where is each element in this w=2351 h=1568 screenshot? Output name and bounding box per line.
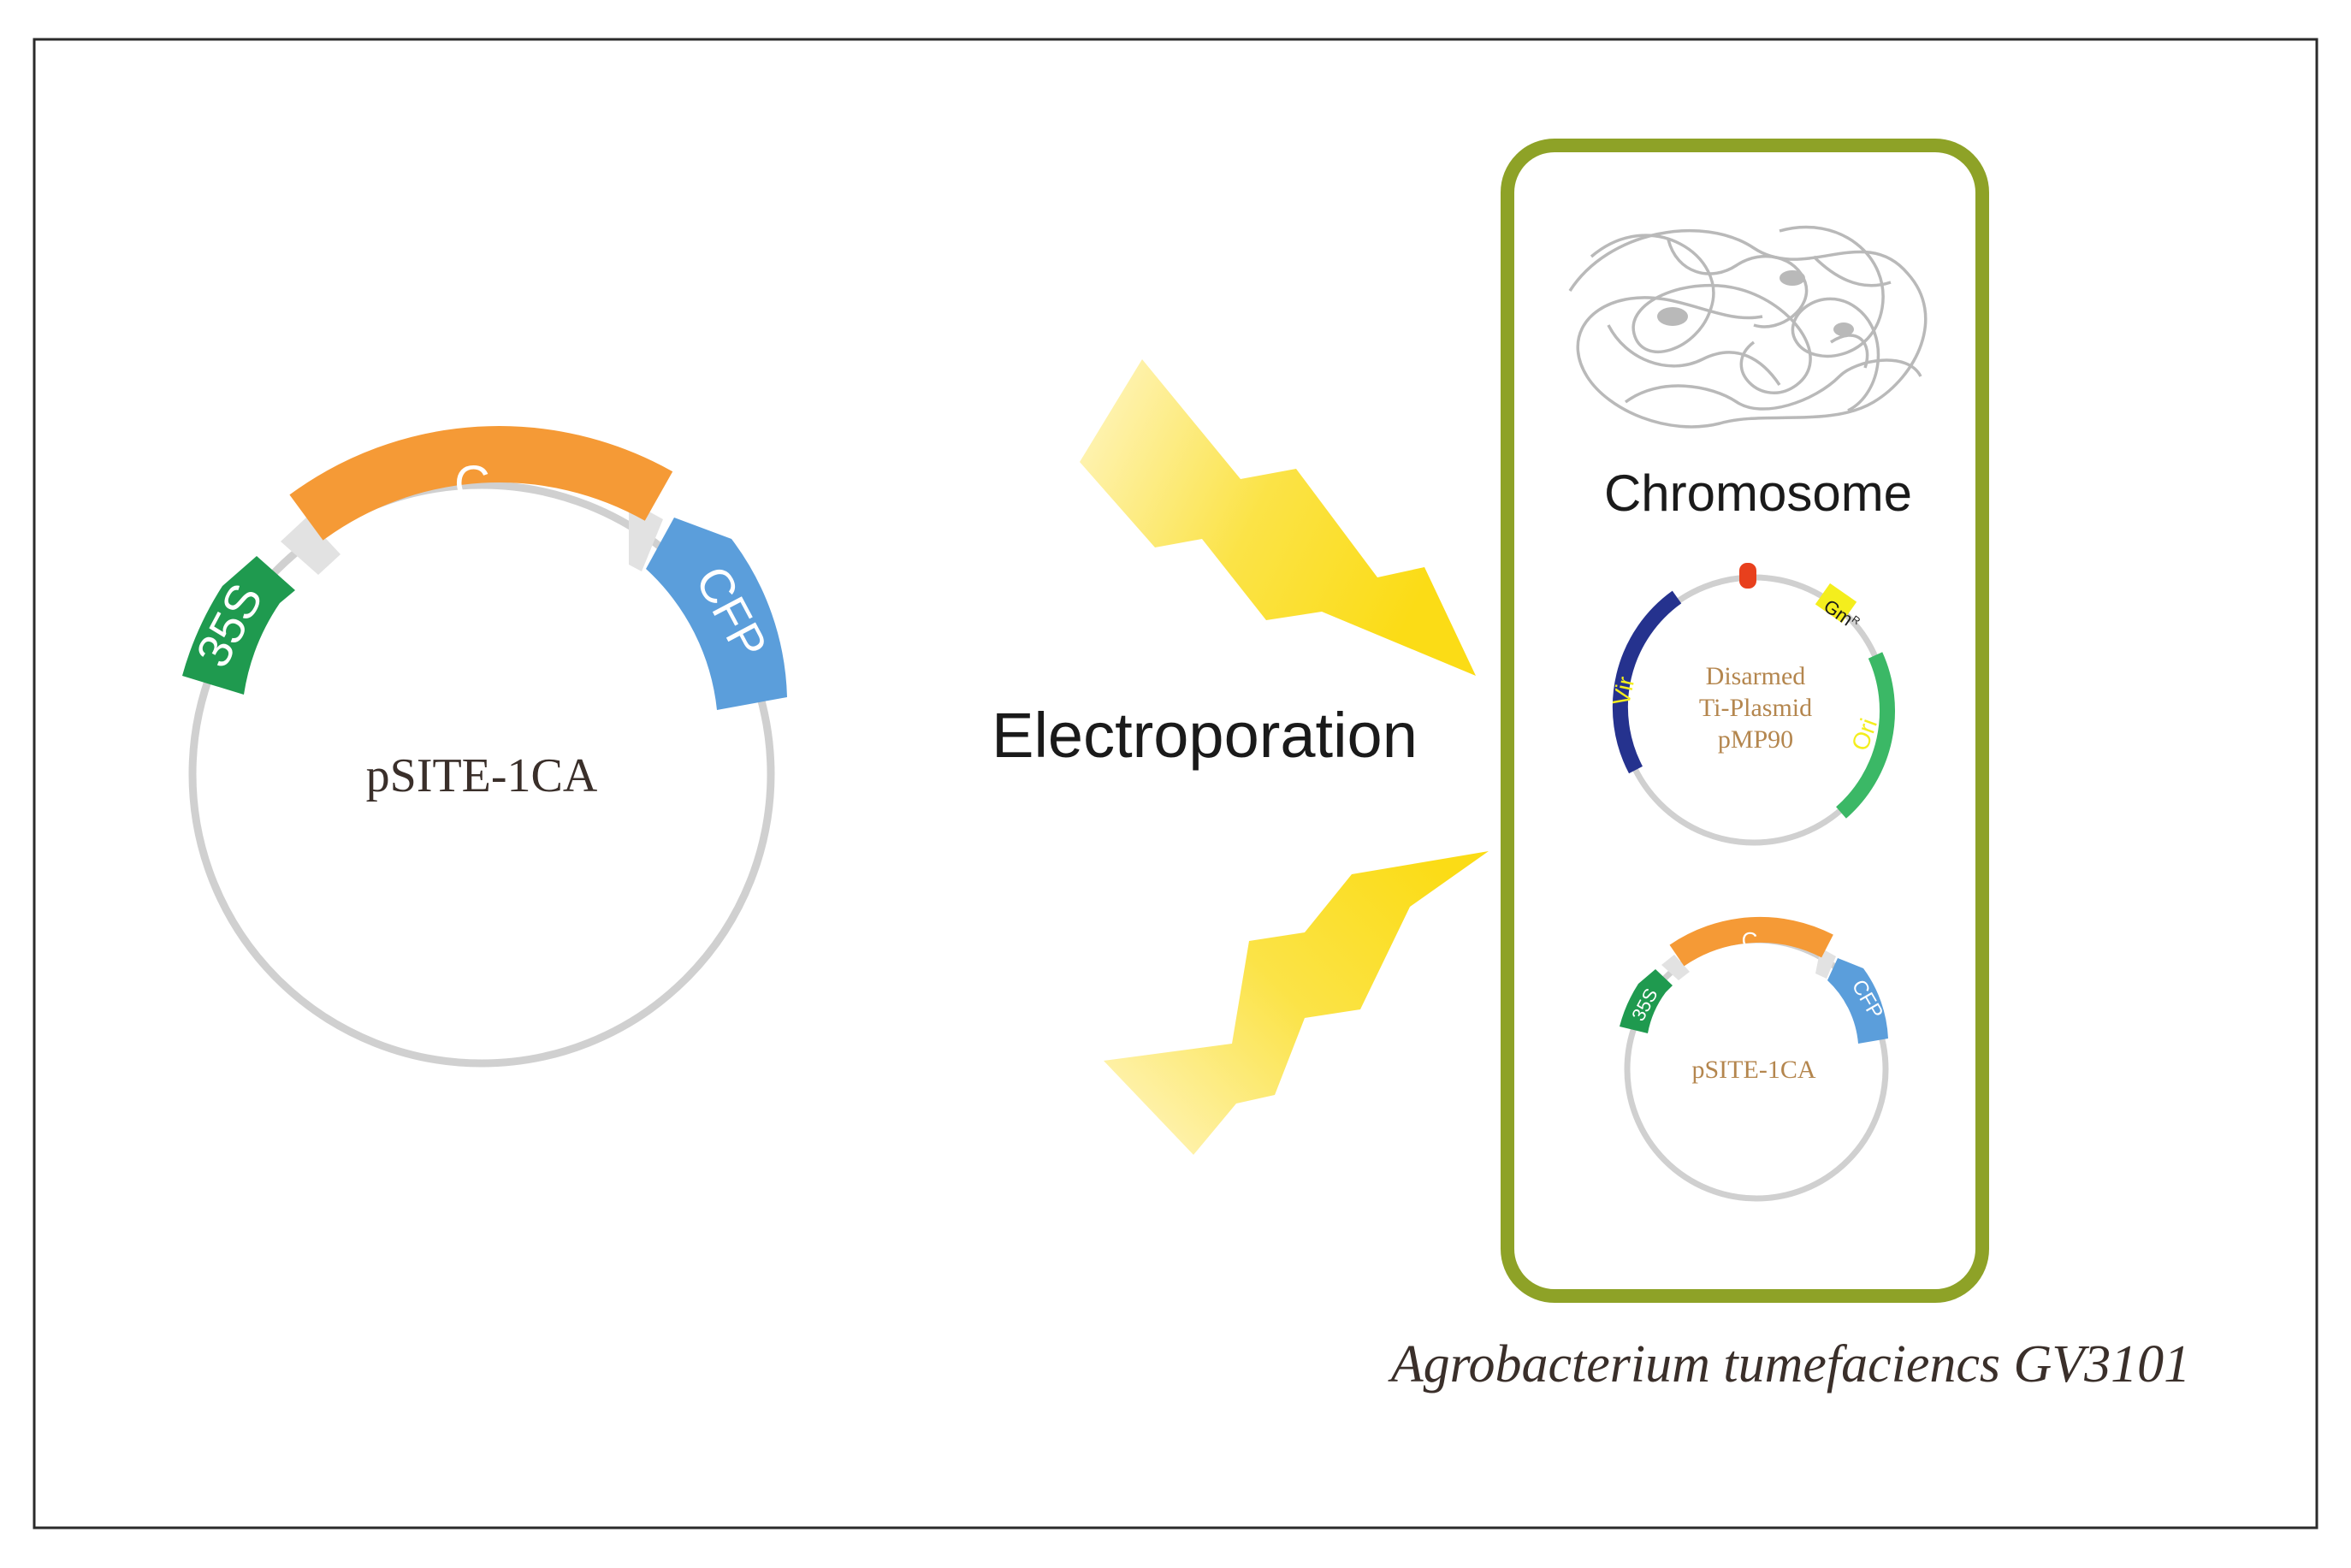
left-plasmid-backbone [188,481,775,1068]
lightning-bolt-top [1080,359,1476,676]
ti-vir-segment [1612,590,1682,774]
small-insert-label: C [1742,927,1758,953]
left-35s-promoter-arrow [182,556,295,695]
ti-plasmid-name-line1: Disarmed [1706,662,1806,690]
small-plasmid-name: pSITE-1CA [1692,1056,1816,1084]
small-plasmid: C CFP 35S pSITE-1CA [1620,916,1889,1202]
chromosome-label: Chromosome [1604,464,1912,522]
left-spacer-2 [629,500,663,571]
chromosome-scribble [1568,225,1928,429]
left-plasmid: C CFP 35S pSITE-1CA [182,425,787,1068]
ti-plasmid-name-line3: pMP90 [1718,725,1793,754]
left-insert-label: C [454,456,490,512]
ti-ori-segment [1836,652,1895,819]
ti-plasmid-name-line2: Ti-Plasmid [1699,694,1812,722]
left-cfp-segment [646,518,787,710]
small-insert-c-segment [1669,916,1833,967]
electroporation-label: Electroporation [992,700,1418,771]
small-cfp-segment [1827,958,1888,1044]
figure-frame [33,38,2318,1530]
small-35s-promoter-arrow [1620,969,1673,1033]
lightning-bolt-bottom [1104,851,1489,1155]
ti-gm-marker [1815,583,1857,624]
small-spacer-1 [1661,955,1690,980]
left-spacer-1 [281,518,341,575]
ti-origin-marker [1739,563,1756,589]
left-insert-c-segment [289,425,673,541]
ti-vir-label: Vir [1608,674,1639,707]
organism-caption: Agrobacterium tumefaciencs GV3101 [1388,1335,2190,1393]
left-plasmid-name: pSITE-1CA [366,749,598,802]
